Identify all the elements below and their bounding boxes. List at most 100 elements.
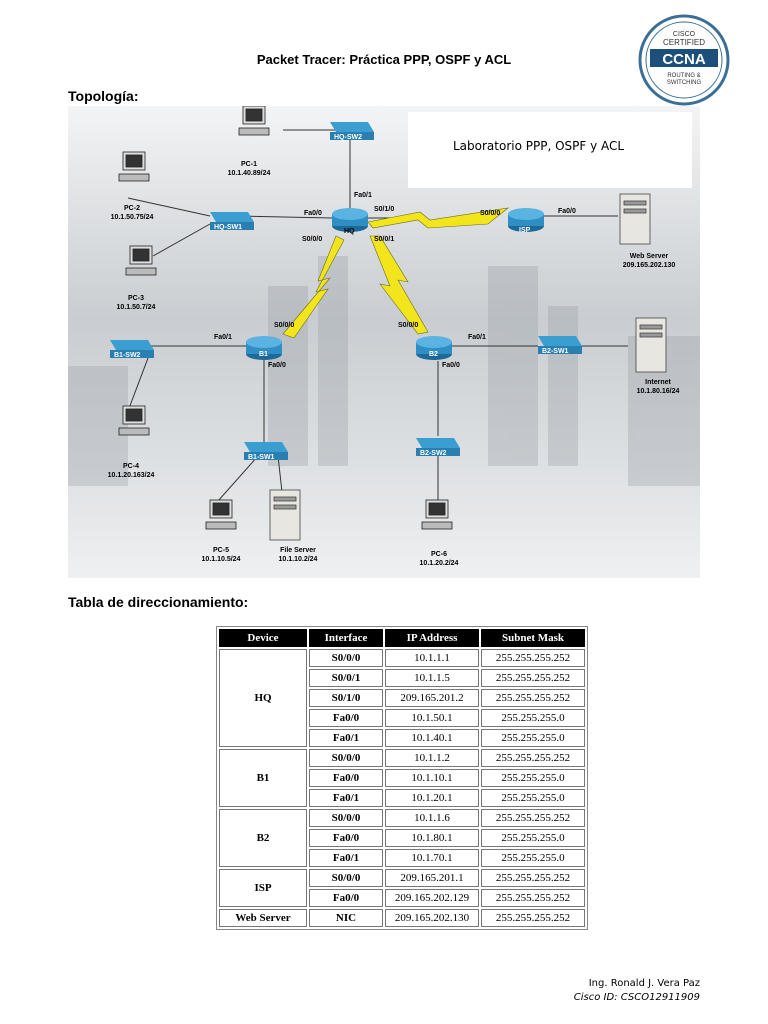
- mask-cell: 255.255.255.252: [481, 669, 585, 687]
- ip-cell: 10.1.1.5: [385, 669, 479, 687]
- interface-label: Fa0/0: [268, 362, 286, 369]
- router-label: B1: [259, 351, 268, 358]
- mask-cell: 255.255.255.252: [481, 689, 585, 707]
- interface-cell: Fa0/0: [309, 829, 383, 847]
- cisco-id: Cisco ID: CSCO12911909: [573, 992, 700, 1003]
- ip-cell: 10.1.1.1: [385, 649, 479, 667]
- device-cell: HQ: [219, 649, 307, 747]
- device-cell: B2: [219, 809, 307, 867]
- ip-cell: 10.1.40.1: [385, 729, 479, 747]
- ip-cell: 10.1.50.1: [385, 709, 479, 727]
- interface-label: Fa0/1: [468, 334, 486, 341]
- interface-label: S0/1/0: [374, 206, 395, 213]
- mask-cell: 255.255.255.0: [481, 829, 585, 847]
- interface-cell: S0/0/0: [309, 649, 383, 667]
- lab-title-box: Laboratorio PPP, OSPF y ACL: [408, 112, 692, 188]
- switch-label: B1-SW1: [248, 454, 275, 461]
- ip-cell: 209.165.201.2: [385, 689, 479, 707]
- interface-label: S0/0/0: [398, 322, 419, 329]
- interface-label: Fa0/1: [354, 192, 372, 199]
- interface-cell: Fa0/0: [309, 889, 383, 907]
- ip-cell: 10.1.10.1: [385, 769, 479, 787]
- mask-cell: 255.255.255.252: [481, 869, 585, 887]
- ip-cell: 10.1.20.1: [385, 789, 479, 807]
- device-cell: B1: [219, 749, 307, 807]
- router-b2: [416, 336, 452, 360]
- ip-cell: 10.1.1.6: [385, 809, 479, 827]
- device-cell: Web Server: [219, 909, 307, 927]
- column-header: Device: [219, 629, 307, 647]
- router-hq: [332, 208, 368, 232]
- switch-label: HQ-SW1: [214, 224, 242, 231]
- switch-hq-sw2: [330, 122, 374, 140]
- ip-cell: 209.165.202.129: [385, 889, 479, 907]
- device-cell: ISP: [219, 869, 307, 907]
- mask-cell: 255.255.255.0: [481, 789, 585, 807]
- interface-label: Fa0/0: [304, 210, 322, 217]
- interface-label: Fa0/1: [214, 334, 232, 341]
- logo-text: CISCO: [673, 31, 696, 38]
- interface-label: S0/0/0: [302, 236, 323, 243]
- interface-cell: Fa0/1: [309, 849, 383, 867]
- interface-label: S0/0/1: [374, 236, 395, 243]
- interface-label: Fa0/0: [442, 362, 460, 369]
- switch-b2-sw1: [538, 336, 582, 354]
- column-header: IP Address: [385, 629, 479, 647]
- mask-cell: 255.255.255.252: [481, 809, 585, 827]
- svg-text:CCNA: CCNA: [662, 51, 705, 68]
- interface-cell: Fa0/0: [309, 709, 383, 727]
- ccna-logo: CISCO CERTIFIED CCNA ROUTING & SWITCHING: [638, 14, 730, 106]
- interface-cell: NIC: [309, 909, 383, 927]
- column-header: Interface: [309, 629, 383, 647]
- mask-cell: 255.255.255.0: [481, 849, 585, 867]
- ip-cell: 10.1.80.1: [385, 829, 479, 847]
- topology-diagram: Laboratorio PPP, OSPF y ACL HQ-SW2 HQ-SW…: [68, 106, 700, 578]
- router-label: HQ: [344, 228, 355, 235]
- mask-cell: 255.255.255.252: [481, 649, 585, 667]
- router-isp: [508, 208, 544, 232]
- svg-text:SWITCHING: SWITCHING: [667, 80, 702, 86]
- mask-cell: 255.255.255.252: [481, 889, 585, 907]
- router-label: B2: [429, 351, 438, 358]
- interface-label: Fa0/0: [558, 208, 576, 215]
- column-header: Subnet Mask: [481, 629, 585, 647]
- interface-cell: Fa0/1: [309, 789, 383, 807]
- addressing-heading: Tabla de direccionamiento:: [68, 594, 249, 610]
- author-name: Ing. Ronald J. Vera Paz: [588, 978, 700, 989]
- switch-b1-sw2: [110, 340, 154, 358]
- interface-cell: S0/0/0: [309, 809, 383, 827]
- switch-b2-sw2: [416, 438, 460, 456]
- switch-label: B2-SW2: [420, 450, 447, 457]
- switch-label: B2-SW1: [542, 348, 569, 355]
- svg-text:CERTIFIED: CERTIFIED: [663, 38, 705, 47]
- interface-cell: S0/0/0: [309, 869, 383, 887]
- interface-cell: S0/0/1: [309, 669, 383, 687]
- switch-b1-sw1: [244, 442, 288, 460]
- svg-text:ROUTING &: ROUTING &: [667, 73, 700, 79]
- mask-cell: 255.255.255.252: [481, 749, 585, 767]
- interface-cell: S0/1/0: [309, 689, 383, 707]
- mask-cell: 255.255.255.0: [481, 709, 585, 727]
- interface-cell: Fa0/0: [309, 769, 383, 787]
- interface-cell: S0/0/0: [309, 749, 383, 767]
